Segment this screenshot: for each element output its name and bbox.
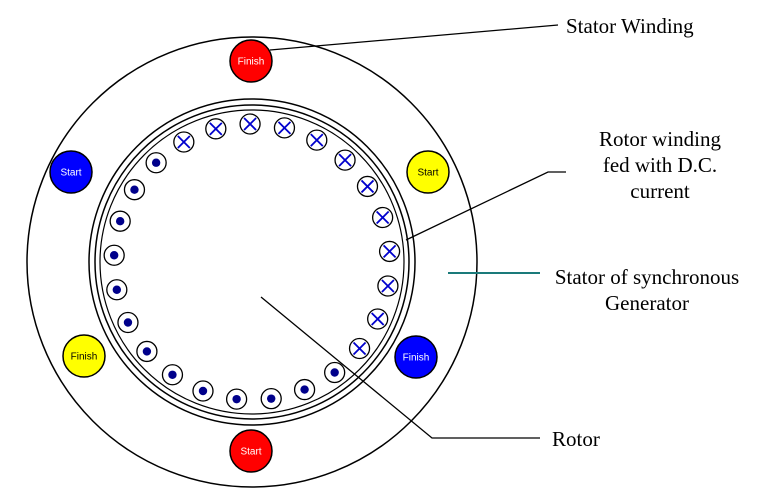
rotor-winding-label-line1: Rotor winding <box>599 127 721 151</box>
conductor-cross <box>377 275 399 297</box>
rotor-winding-pointer <box>405 171 566 241</box>
conductor-cross <box>334 149 356 171</box>
stator-label-line1: Stator of synchronous <box>554 265 740 289</box>
rotor-label: Rotor <box>552 427 600 451</box>
terminal-upper-right: Start <box>406 150 450 194</box>
conductor-dot <box>145 152 167 174</box>
terminal-upper-left: Start <box>49 150 93 194</box>
conductor-cross <box>371 206 394 229</box>
rotor-conductors <box>103 113 401 410</box>
stator-label-line2: Generator <box>605 291 689 315</box>
conductor-cross <box>173 131 195 153</box>
conductor-dot <box>106 279 128 301</box>
conductor-dot <box>324 361 346 384</box>
stator-label: Stator of synchronous Generator <box>532 264 762 316</box>
terminal-label: Finish <box>238 57 265 68</box>
conductor-cross <box>205 118 227 140</box>
conductor-cross <box>273 117 296 139</box>
conductor-dot <box>109 210 131 232</box>
conductor-dot <box>260 388 282 410</box>
terminal-lower-left: Finish <box>62 334 106 378</box>
rotor-pointer <box>260 296 540 439</box>
conductor-dot <box>293 378 316 401</box>
conductor-dot <box>117 311 139 334</box>
terminal-label: Start <box>417 168 438 179</box>
conductor-dot <box>161 364 184 386</box>
conductor-dot <box>225 388 248 410</box>
conductor-cross <box>356 175 379 198</box>
rotor-winding-label-line3: current <box>630 179 690 203</box>
stator-outer-circle <box>26 36 478 488</box>
conductor-cross <box>378 240 401 263</box>
rotor-inner-circle <box>99 109 405 415</box>
terminal-label: Start <box>240 447 261 458</box>
conductor-dot <box>192 380 214 402</box>
terminal-label: Finish <box>71 352 98 363</box>
conductor-cross <box>348 337 371 360</box>
conductor-dot <box>123 179 146 201</box>
conductor-cross <box>306 129 328 151</box>
terminal-label: Finish <box>403 353 430 364</box>
terminal-bottom: Start <box>229 429 273 473</box>
terminal-top: Finish <box>229 39 273 83</box>
rotor-winding-label-line2: fed with D.C. <box>602 153 718 177</box>
conductor-cross <box>239 113 261 135</box>
conductor-cross <box>367 308 389 330</box>
rotor-winding-label: Rotor winding fed with D.C. current <box>565 126 755 204</box>
terminal-label: Start <box>60 168 81 179</box>
stator-winding-pointer <box>269 24 559 51</box>
conductor-dot <box>136 340 158 363</box>
terminal-lower-right: Finish <box>394 335 438 379</box>
rotor-outer-circle <box>94 104 410 420</box>
stator-inner-circle <box>88 98 416 426</box>
stator-winding-label: Stator Winding <box>566 14 694 38</box>
conductor-dot <box>103 244 125 266</box>
